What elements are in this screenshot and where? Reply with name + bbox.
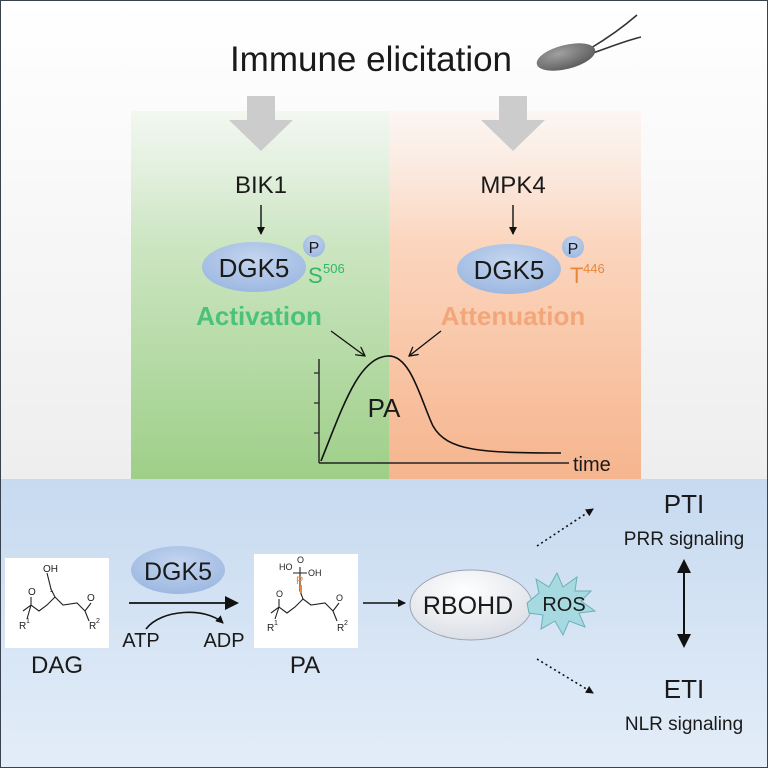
phospho-circle-left bbox=[303, 235, 325, 257]
dag-structure: OH O O R 1 R 2 bbox=[5, 558, 109, 648]
pa-label-bottom: PA bbox=[290, 652, 320, 679]
dgk5-label-bottom: DGK5 bbox=[144, 558, 212, 586]
prr-signaling-label: PRR signaling bbox=[624, 529, 744, 550]
pa-r2-label: R bbox=[337, 623, 344, 634]
to-pti-dotted-arrow bbox=[536, 508, 594, 547]
pa-r2-sup: 2 bbox=[344, 620, 348, 627]
title-immune-elicitation: Immune elicitation bbox=[230, 40, 512, 79]
eti-label: ETI bbox=[664, 674, 704, 704]
nlr-signaling-label: NLR signaling bbox=[625, 714, 743, 735]
dag-oh-label: OH bbox=[43, 564, 58, 575]
dag-r2-label: R bbox=[89, 621, 96, 632]
pa-p-label: P bbox=[296, 575, 303, 587]
site-s-letter: S bbox=[308, 263, 323, 288]
activation-to-peak-arrow bbox=[330, 330, 365, 356]
pa-r1-label: R bbox=[267, 623, 274, 634]
pa-oh-label: OH bbox=[308, 568, 322, 578]
dag-o-label: O bbox=[28, 587, 36, 598]
dag-r2-sup: 2 bbox=[96, 618, 100, 625]
phospho-p-right: P bbox=[568, 241, 579, 258]
attenuation-label: Attenuation bbox=[441, 301, 585, 331]
site-t-letter: T bbox=[570, 263, 583, 288]
site-t-number: 446 bbox=[583, 261, 605, 276]
dgk5-label-left: DGK5 bbox=[219, 253, 290, 283]
site-s-number: 506 bbox=[323, 261, 345, 276]
activation-region bbox=[131, 111, 389, 479]
bacterium-icon bbox=[536, 14, 642, 71]
phospho-circle-right bbox=[562, 236, 584, 258]
atp-adp-curved-arrow bbox=[145, 611, 224, 630]
dag-label: DAG bbox=[31, 652, 83, 679]
ros-burst-icon bbox=[526, 571, 597, 637]
signal-arrow-left bbox=[229, 96, 293, 151]
signal-arrow-right bbox=[481, 96, 545, 151]
pa-o-label: O bbox=[297, 555, 304, 565]
time-axis-label: time bbox=[573, 454, 611, 476]
kinase-mpk4-label: MPK4 bbox=[480, 172, 545, 199]
phospho-p-left: P bbox=[309, 240, 320, 257]
pa-r1-sup: 1 bbox=[274, 620, 278, 627]
pa-time-plot: PA time bbox=[314, 355, 611, 476]
atp-label: ATP bbox=[122, 630, 159, 652]
dag-structure-box bbox=[5, 558, 109, 648]
pa-o-label: O bbox=[276, 589, 283, 599]
dgk5-oval-left bbox=[202, 242, 306, 292]
dgk5-oval-right bbox=[457, 244, 561, 294]
dag-r1-sup: 1 bbox=[26, 618, 30, 625]
pa-structure: HO P OH O O O R 1 R 2 bbox=[254, 554, 358, 648]
adp-label: ADP bbox=[203, 630, 244, 652]
activation-label: Activation bbox=[196, 301, 322, 331]
dag-o-label: O bbox=[87, 593, 95, 604]
kinase-bik1-label: BIK1 bbox=[235, 172, 287, 199]
rbohd-label: RBOHD bbox=[423, 592, 513, 620]
pa-ho-label: HO bbox=[279, 562, 293, 572]
dgk5-oval-bottom bbox=[131, 546, 225, 594]
pa-curve bbox=[320, 355, 562, 462]
dgk5-label-right: DGK5 bbox=[474, 255, 545, 285]
attenuation-region bbox=[389, 111, 641, 479]
bottom-panel-background bbox=[1, 479, 767, 767]
pa-o-label: O bbox=[336, 593, 343, 603]
pti-label: PTI bbox=[664, 489, 704, 519]
to-eti-dotted-arrow bbox=[536, 658, 594, 694]
attenuation-to-peak-arrow bbox=[409, 330, 442, 356]
pa-bonds bbox=[270, 567, 340, 622]
ros-label: ROS bbox=[542, 594, 585, 616]
dag-bonds bbox=[22, 572, 92, 622]
pa-curve-label: PA bbox=[368, 393, 401, 423]
dag-r1-label: R bbox=[19, 621, 26, 632]
